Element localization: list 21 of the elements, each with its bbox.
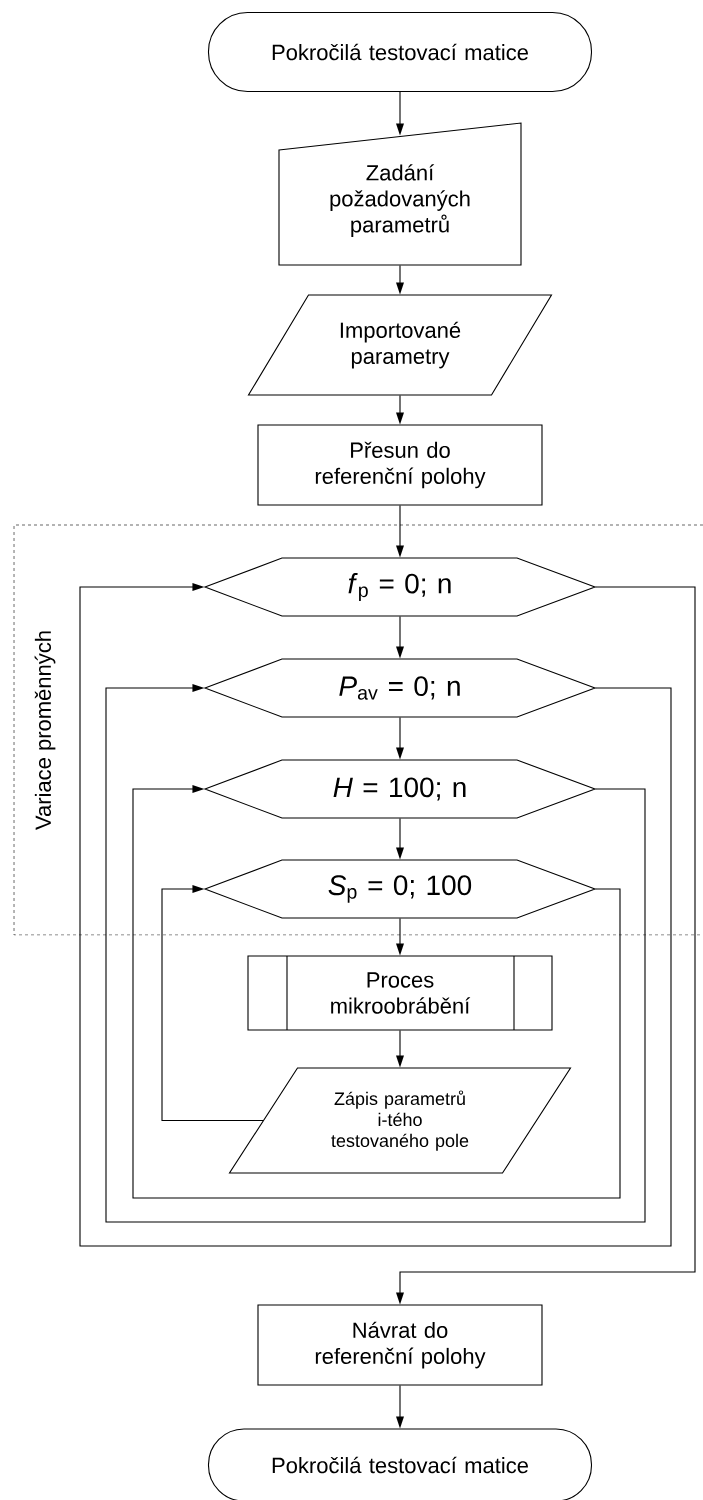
arrow (396, 1030, 404, 1068)
arrow (161, 885, 264, 1122)
arrow (396, 505, 404, 558)
data-parallelogram: Zápis parametrů i-tého testovaného pole (228, 1067, 572, 1174)
subprocess-box: Proces mikroobrábění (247, 955, 553, 1031)
arrow (396, 586, 696, 1305)
arrow (396, 616, 404, 659)
process-box: Návrat do referenční polohy (257, 1304, 543, 1386)
arrow (396, 818, 404, 860)
arrow (132, 785, 621, 1199)
arrow (396, 1385, 404, 1429)
arrow (396, 91, 404, 136)
arrow (396, 918, 404, 956)
arrow (396, 395, 404, 425)
process-box: Přesun do referenční polohy (257, 424, 543, 506)
arrow (79, 583, 672, 1247)
data-parallelogram: Importované parametry (247, 294, 553, 396)
arrow (396, 265, 404, 295)
arrow (105, 684, 646, 1223)
manual-input-box: Zadání požadovaných parametrů (278, 122, 522, 266)
arrow (396, 717, 404, 760)
